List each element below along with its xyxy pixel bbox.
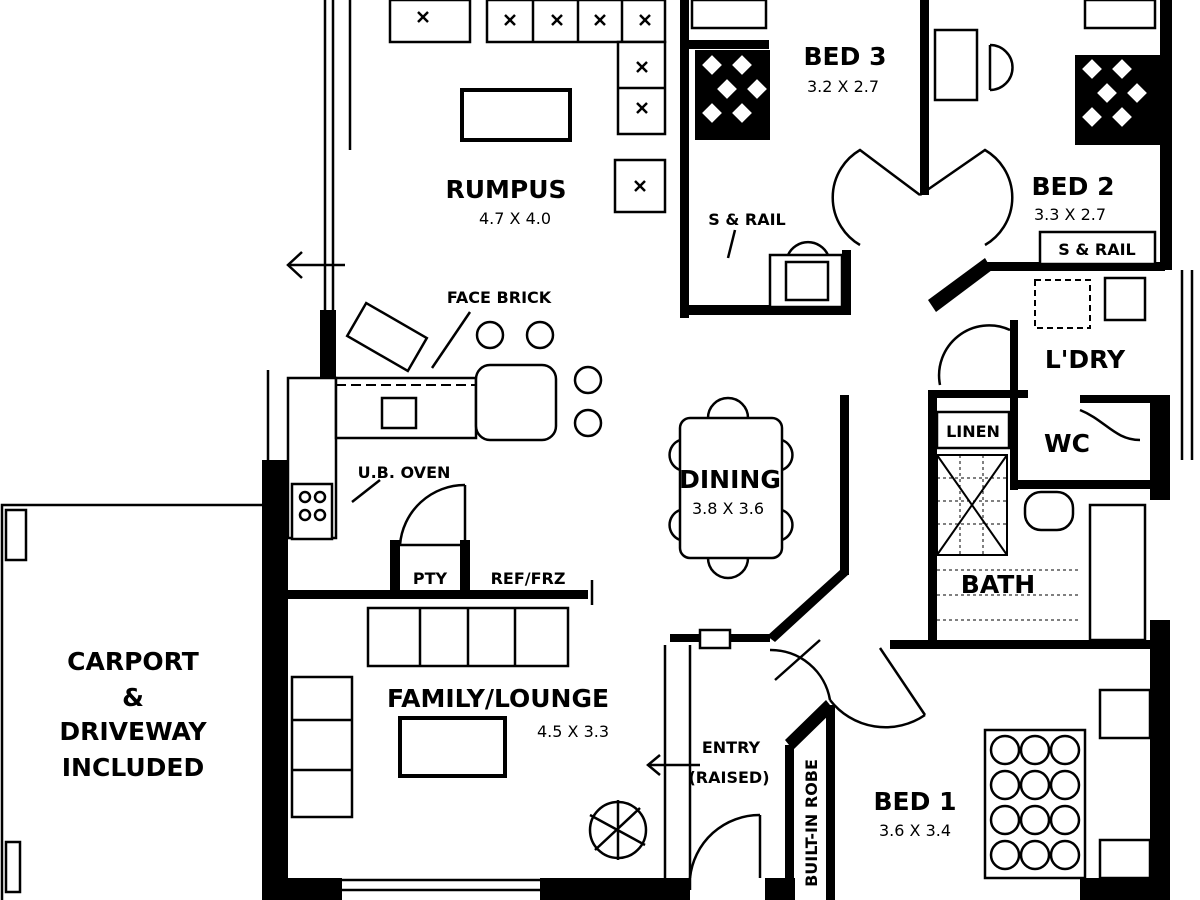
bed1-name: BED 1 — [874, 787, 957, 816]
laundry-name: L'DRY — [1045, 345, 1126, 374]
wet-areas — [935, 276, 1147, 642]
bed3-size: 3.2 X 2.7 — [807, 77, 879, 96]
rumpus-furniture — [345, 0, 667, 438]
family-furniture — [290, 606, 648, 860]
entry-details — [646, 628, 832, 879]
bed3-furniture — [690, 0, 1014, 309]
bed1-size: 3.6 X 3.4 — [879, 821, 951, 840]
rumpus-size: 4.7 X 4.0 — [479, 209, 551, 228]
annotation-labels: S & RAIL S & RAIL FACE BRICK U.B. OVEN P… — [358, 210, 1136, 887]
wc-name: WC — [1044, 429, 1090, 458]
bed3-name: BED 3 — [804, 42, 887, 71]
face-brick-label: FACE BRICK — [447, 288, 552, 307]
family-name: FAMILY/LOUNGE — [387, 684, 609, 713]
carport-line-4: INCLUDED — [62, 753, 205, 782]
carport-line-1: CARPORT — [67, 647, 199, 676]
carport-line-2: & — [122, 683, 144, 712]
ref-frz-label: REF/FRZ — [491, 569, 566, 588]
rumpus-name: RUMPUS — [445, 175, 566, 204]
s-rail-bed2-label: S & RAIL — [1058, 240, 1135, 259]
walls — [262, 0, 1194, 900]
carport-line-3: DRIVEWAY — [59, 717, 207, 746]
bed2-name: BED 2 — [1032, 172, 1115, 201]
entry-raised-label: (RAISED) — [688, 768, 769, 787]
kitchen — [286, 363, 594, 605]
pantry-label: PTY — [413, 569, 448, 588]
ub-oven-label: U.B. OVEN — [358, 463, 451, 482]
linen-label: LINEN — [946, 422, 1000, 441]
bath-name: BATH — [961, 570, 1035, 599]
dining-name: DINING — [679, 465, 781, 494]
room-labels: RUMPUS 4.7 X 4.0 BED 3 3.2 X 2.7 BED 2 3… — [387, 42, 1126, 840]
bed2-size: 3.3 X 2.7 — [1034, 205, 1106, 224]
bed2-furniture — [1038, 0, 1160, 266]
plant-icon — [588, 800, 648, 860]
entry-label: ENTRY — [702, 738, 761, 757]
direction-arrows — [286, 251, 472, 503]
dining-set — [668, 396, 794, 580]
bed1-furniture — [829, 647, 1152, 880]
carport-area: CARPORT & DRIVEWAY INCLUDED — [0, 503, 269, 900]
built-in-robe-label: BUILT-IN ROBE — [802, 759, 821, 887]
family-size: 4.5 X 3.3 — [537, 722, 609, 741]
dining-size: 3.8 X 3.6 — [692, 499, 764, 518]
s-rail-bed3-label: S & RAIL — [708, 210, 785, 229]
